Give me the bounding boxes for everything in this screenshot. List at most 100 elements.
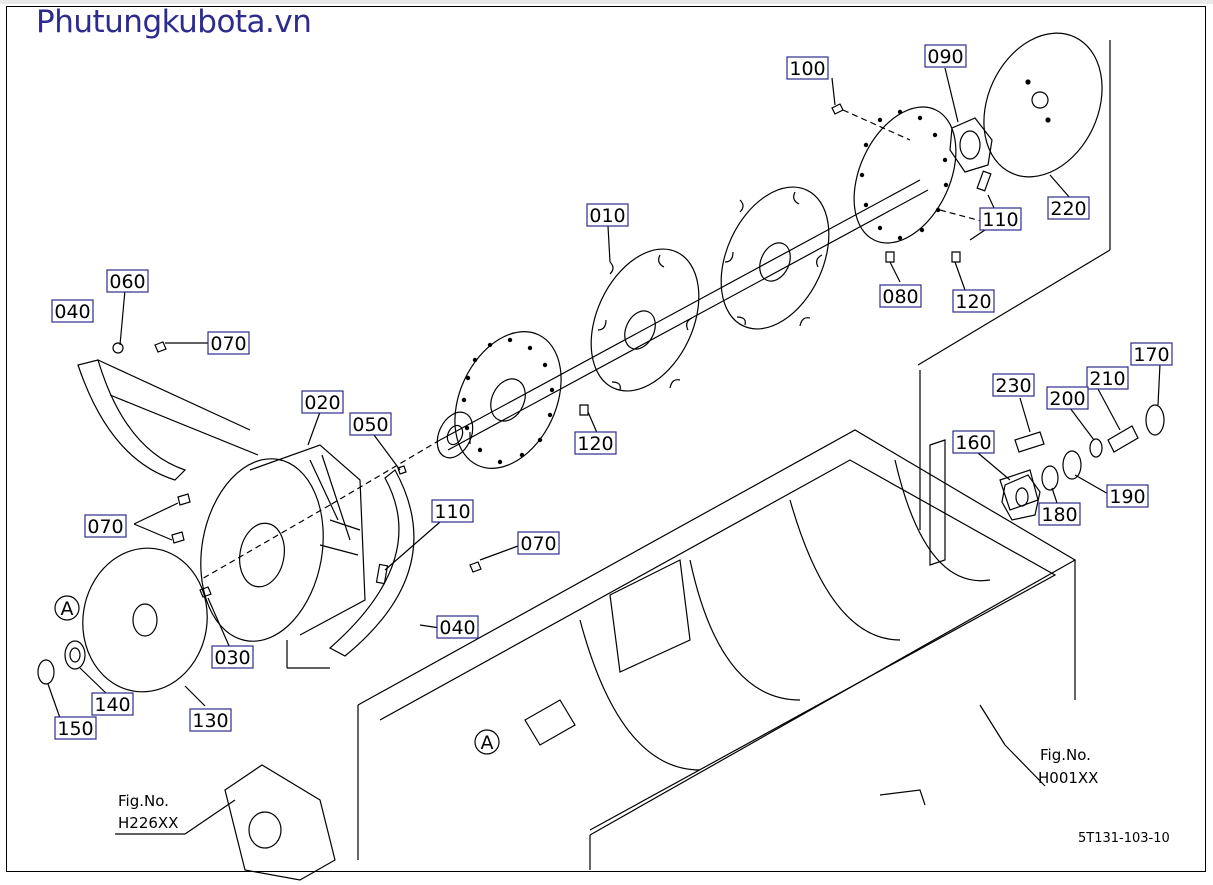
part-label-box (1038, 502, 1081, 526)
part-number: 020 (304, 392, 340, 414)
part-number: 100 (789, 58, 825, 80)
part-label-box (1046, 386, 1089, 410)
part-number: 040 (54, 301, 90, 323)
part-number: 090 (927, 46, 963, 68)
part-number: 060 (109, 271, 145, 293)
part-label-p140: 140 (91, 692, 134, 716)
part-number: 070 (520, 533, 556, 555)
part-label-box (84, 514, 127, 538)
fig-ref-h226-label: Fig.No. (118, 792, 169, 810)
part-label-p210: 210 (1086, 366, 1129, 390)
fig-ref-h226-code: H226XX (118, 814, 178, 832)
part-label-box (924, 44, 967, 68)
part-label-p110a: 110 (979, 207, 1022, 231)
part-label-p220: 220 (1047, 196, 1090, 220)
part-label-box (207, 331, 250, 355)
part-label-p160: 160 (952, 430, 995, 454)
notched-disc-right (720, 186, 830, 330)
key-110-left (375, 563, 389, 585)
part-number: 080 (882, 286, 918, 308)
part-label-box (992, 373, 1035, 397)
part-number: 200 (1049, 388, 1085, 410)
part-label-box (979, 207, 1022, 231)
part-label-p070b: 070 (84, 514, 127, 538)
gearbox-housing (224, 764, 336, 881)
leader-lines (199, 109, 986, 581)
part-number: 070 (87, 516, 123, 538)
part-label-box (301, 390, 344, 414)
part-number: 050 (352, 414, 388, 436)
part-number: 010 (589, 205, 625, 227)
end-plate-130 (82, 547, 208, 693)
bearing-flange-090 (949, 117, 993, 173)
curved-plate-040-top (77, 342, 259, 481)
curved-plate-040-bottom (328, 469, 415, 657)
top-strip (0, 0, 1213, 4)
part-label-box (1130, 342, 1173, 366)
key-110 (976, 170, 992, 192)
part-label-box (91, 692, 134, 716)
bearing-housing-160 (1001, 474, 1041, 521)
housing-frame (357, 370, 1077, 870)
part-label-p010: 010 (586, 203, 629, 227)
washer-200 (1089, 438, 1103, 458)
fig-ref-h001: Fig.No. H001XX (1038, 746, 1098, 787)
part-label-p120b: 120 (574, 431, 617, 455)
marker-a-right: A (474, 729, 500, 755)
part-label-p230: 230 (992, 373, 1035, 397)
part-number: 040 (439, 617, 475, 639)
part-label-p070c: 070 (517, 531, 560, 555)
part-label-p020: 020 (301, 390, 344, 414)
fig-ref-h226: Fig.No. H226XX (118, 792, 178, 832)
bearing-140 (64, 640, 86, 670)
perforated-disc-left (454, 331, 562, 469)
part-label-p100: 100 (786, 56, 829, 80)
round-cover-220 (983, 32, 1103, 178)
part-label-box (431, 499, 474, 523)
part-label-box (54, 716, 97, 740)
part-label-box (517, 531, 560, 555)
part-number: 170 (1133, 344, 1169, 366)
seal-150 (37, 659, 55, 685)
part-number: 120 (577, 433, 613, 455)
part-label-box (786, 56, 829, 80)
perforated-disc-right (853, 106, 957, 244)
part-number: 110 (982, 209, 1018, 231)
part-label-box (189, 708, 232, 732)
bolt-230 (1014, 431, 1045, 453)
part-label-box (436, 615, 479, 639)
part-label-p050: 050 (349, 412, 392, 436)
part-label-p070a: 070 (207, 331, 250, 355)
snap-ring-190 (1062, 450, 1082, 480)
part-label-box (1106, 484, 1149, 508)
part-label-p030: 030 (211, 645, 254, 669)
part-label-p180: 180 (1038, 502, 1081, 526)
part-label-p040a: 040 (51, 299, 94, 323)
part-label-p040b: 040 (436, 615, 479, 639)
part-label-p110b: 110 (431, 499, 474, 523)
main-shaft (439, 179, 929, 451)
part-number: 130 (192, 710, 228, 732)
marker-a-left: A (54, 595, 80, 621)
part-label-p150: 150 (54, 716, 97, 740)
part-label-box (51, 299, 94, 323)
part-label-box (1086, 366, 1129, 390)
part-number: 180 (1041, 504, 1077, 526)
part-number: 030 (214, 647, 250, 669)
part-label-box (106, 269, 149, 293)
part-label-p130: 130 (189, 708, 232, 732)
site-watermark: Phutungkubota.vn (36, 4, 312, 40)
seal-170 (1145, 404, 1165, 436)
part-label-box (952, 289, 995, 313)
part-label-box (211, 645, 254, 669)
bolts (154, 103, 961, 598)
part-label-p060: 060 (106, 269, 149, 293)
drawing-frame (6, 6, 1206, 872)
part-label-p170: 170 (1130, 342, 1173, 366)
marker-a-left-text: A (61, 598, 74, 620)
drawing-code: 5T131-103-10 (1078, 831, 1170, 846)
part-number: 070 (210, 333, 246, 355)
part-number: 110 (434, 501, 470, 523)
